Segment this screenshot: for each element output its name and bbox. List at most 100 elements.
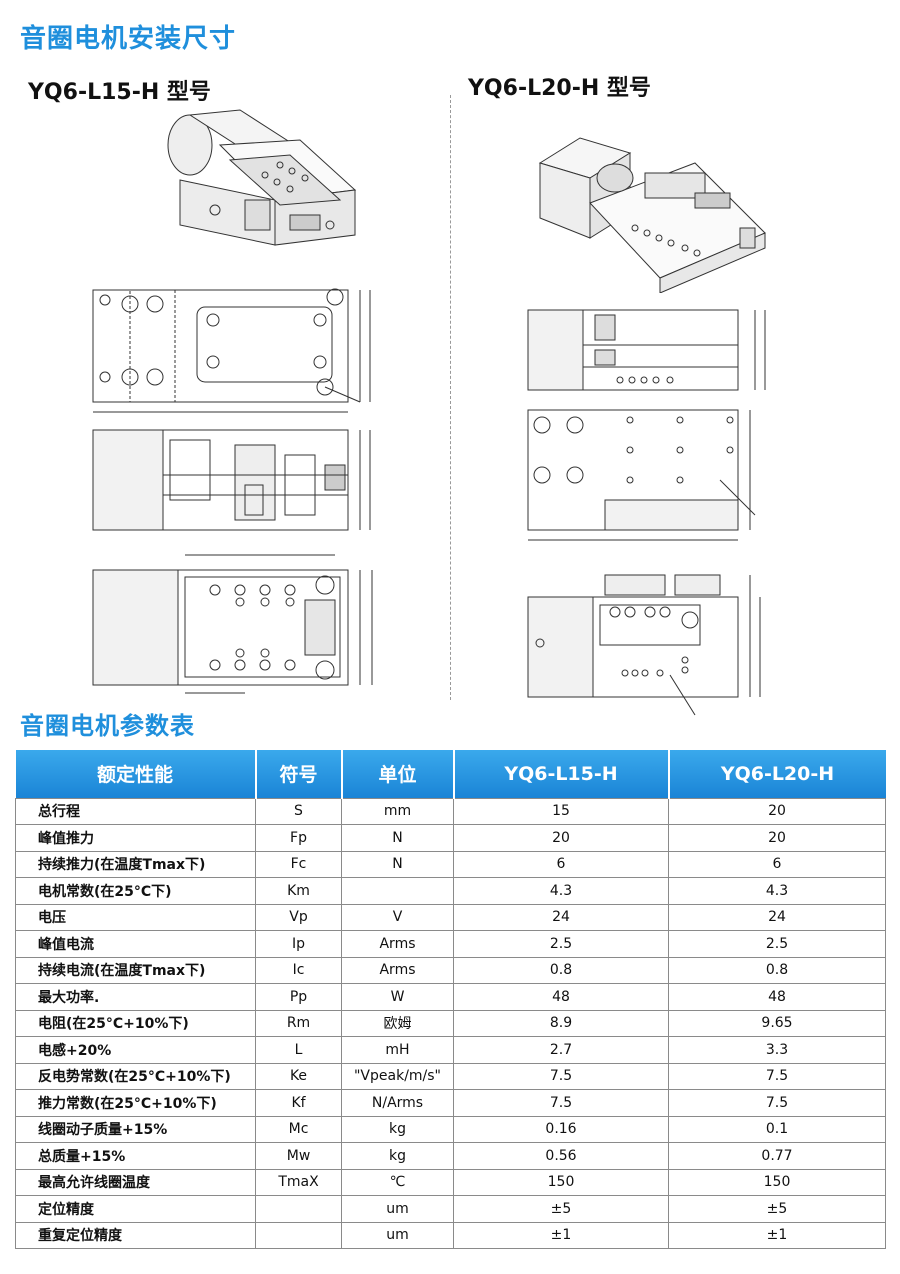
row-l20-cell: 20 xyxy=(668,824,886,852)
row-unit-cell: Arms xyxy=(341,956,454,984)
l20-side-view-drawing xyxy=(520,305,780,395)
row-name-cell: 重复定位精度 xyxy=(15,1221,256,1249)
row-name-cell: 最高允许线圈温度 xyxy=(15,1168,256,1196)
row-l15-cell: 20 xyxy=(453,824,669,852)
header-performance: 额定性能 xyxy=(15,750,257,798)
l15-isometric-drawing xyxy=(160,105,370,280)
row-unit-cell: kg xyxy=(341,1115,454,1143)
row-l20-cell: ±1 xyxy=(668,1221,886,1249)
row-unit-cell: V xyxy=(341,903,454,931)
row-unit-cell xyxy=(341,877,454,905)
row-symbol-cell: Km xyxy=(255,877,342,905)
row-name-cell: 反电势常数(在25°C+10%下) xyxy=(15,1062,256,1090)
row-l15-cell: ±5 xyxy=(453,1195,669,1223)
l15-bottom-view-drawing xyxy=(85,545,385,700)
row-l20-cell: 0.77 xyxy=(668,1142,886,1170)
row-l15-cell: 15 xyxy=(453,797,669,825)
model-heading-l15: YQ6-L15-H 型号 xyxy=(28,80,211,105)
row-l20-cell: 48 xyxy=(668,983,886,1011)
row-symbol-cell: Ic xyxy=(255,956,342,984)
row-symbol-cell: Mw xyxy=(255,1142,342,1170)
row-l15-cell: 0.56 xyxy=(453,1142,669,1170)
row-symbol-cell xyxy=(255,1221,342,1249)
row-symbol-cell: S xyxy=(255,797,342,825)
header-unit: 单位 xyxy=(341,750,455,798)
row-l20-cell: 4.3 xyxy=(668,877,886,905)
row-name-cell: 持续推力(在温度Tmax下) xyxy=(15,850,256,878)
row-l20-cell: 9.65 xyxy=(668,1009,886,1037)
row-l20-cell: 20 xyxy=(668,797,886,825)
row-symbol-cell: L xyxy=(255,1036,342,1064)
row-l20-cell: 24 xyxy=(668,903,886,931)
row-name-cell: 推力常数(在25°C+10%下) xyxy=(15,1089,256,1117)
install-section-title: 音圈电机安装尺寸 xyxy=(20,24,237,54)
row-symbol-cell xyxy=(255,1195,342,1223)
row-name-cell: 持续电流(在温度Tmax下) xyxy=(15,956,256,984)
row-l15-cell: 0.8 xyxy=(453,956,669,984)
l20-isometric-drawing xyxy=(535,118,775,293)
row-l20-cell: 0.8 xyxy=(668,956,886,984)
row-l15-cell: 2.5 xyxy=(453,930,669,958)
row-unit-cell: um xyxy=(341,1195,454,1223)
row-name-cell: 电感+20% xyxy=(15,1036,256,1064)
row-unit-cell: W xyxy=(341,983,454,1011)
row-name-cell: 总质量+15% xyxy=(15,1142,256,1170)
row-symbol-cell: Fc xyxy=(255,850,342,878)
row-unit-cell: 欧姆 xyxy=(341,1009,454,1037)
header-l20: YQ6-L20-H xyxy=(668,750,886,798)
row-name-cell: 峰值推力 xyxy=(15,824,256,852)
row-l15-cell: 8.9 xyxy=(453,1009,669,1037)
row-l20-cell: ±5 xyxy=(668,1195,886,1223)
row-unit-cell: Arms xyxy=(341,930,454,958)
row-name-cell: 定位精度 xyxy=(15,1195,256,1223)
header-l15: YQ6-L15-H xyxy=(453,750,670,798)
l20-bottom-view-drawing xyxy=(520,565,780,735)
row-symbol-cell: Mc xyxy=(255,1115,342,1143)
row-symbol-cell: Pp xyxy=(255,983,342,1011)
row-l20-cell: 6 xyxy=(668,850,886,878)
row-unit-cell: kg xyxy=(341,1142,454,1170)
params-section-title: 音圈电机参数表 xyxy=(20,712,195,740)
row-name-cell: 电阻(在25°C+10%下) xyxy=(15,1009,256,1037)
row-unit-cell: um xyxy=(341,1221,454,1249)
row-name-cell: 电压 xyxy=(15,903,256,931)
row-l15-cell: 7.5 xyxy=(453,1062,669,1090)
row-l15-cell: ±1 xyxy=(453,1221,669,1249)
row-l15-cell: 0.16 xyxy=(453,1115,669,1143)
row-l15-cell: 6 xyxy=(453,850,669,878)
row-unit-cell: mH xyxy=(341,1036,454,1064)
l20-top-view-drawing xyxy=(520,405,780,555)
row-l20-cell: 3.3 xyxy=(668,1036,886,1064)
row-l20-cell: 7.5 xyxy=(668,1089,886,1117)
row-symbol-cell: Rm xyxy=(255,1009,342,1037)
row-l15-cell: 7.5 xyxy=(453,1089,669,1117)
header-symbol: 符号 xyxy=(255,750,343,798)
column-divider xyxy=(450,95,451,700)
row-unit-cell: N xyxy=(341,850,454,878)
row-l15-cell: 4.3 xyxy=(453,877,669,905)
table-header-row: 额定性能 符号 单位 YQ6-L15-H YQ6-L20-H xyxy=(15,750,886,798)
row-name-cell: 电机常数(在25°C下) xyxy=(15,877,256,905)
row-unit-cell: "Vpeak/m/s" xyxy=(341,1062,454,1090)
row-l15-cell: 2.7 xyxy=(453,1036,669,1064)
row-symbol-cell: Ke xyxy=(255,1062,342,1090)
row-l20-cell: 7.5 xyxy=(668,1062,886,1090)
row-l15-cell: 24 xyxy=(453,903,669,931)
